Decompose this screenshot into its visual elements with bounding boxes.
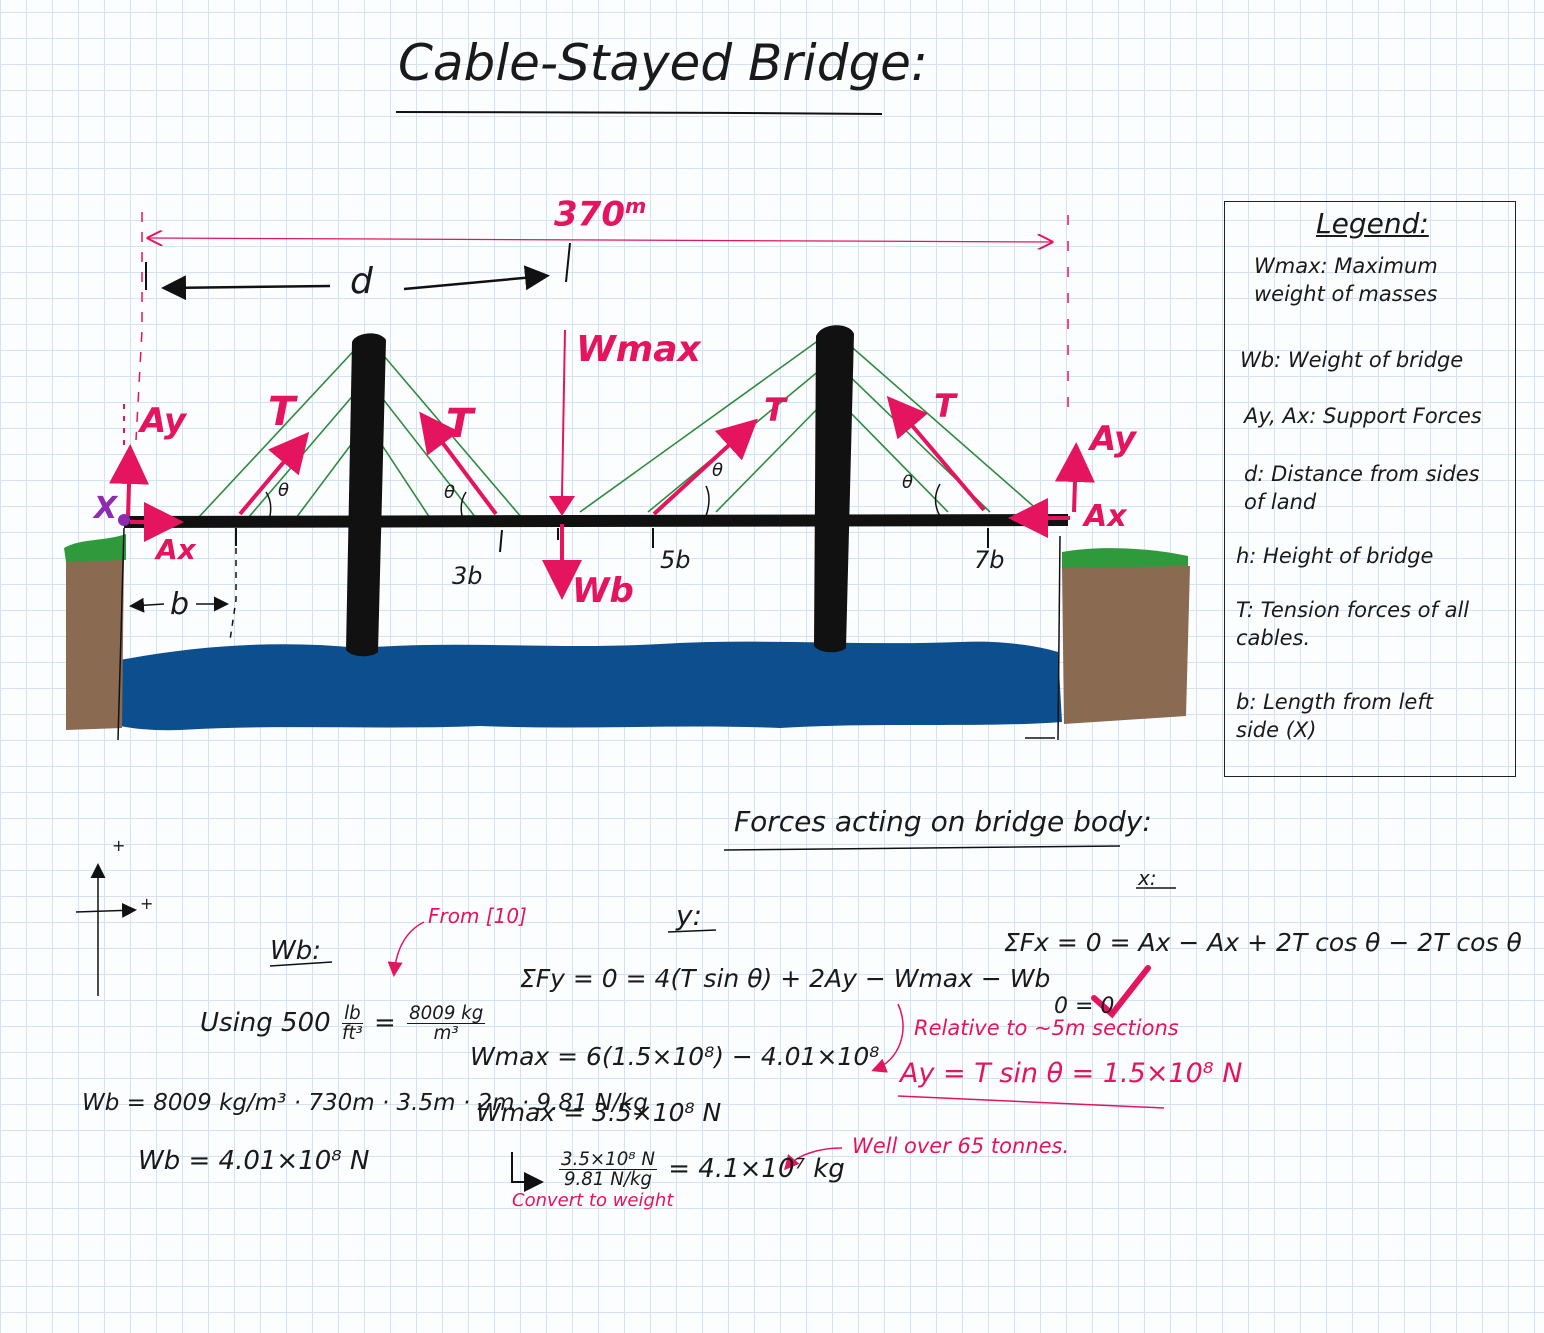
from-note-arrow (387, 921, 425, 977)
axis-plus-y: + (112, 836, 126, 855)
point-x-label: X (94, 491, 118, 526)
legend-item-h: h: Height of bridge (1236, 544, 1434, 568)
wmax-line-1: Wmax = 6(1.5×10⁸) − 4.01×10⁸ (470, 1042, 880, 1071)
tension-label-4: T (934, 387, 956, 425)
grass-right (1062, 548, 1188, 568)
mark-7b: 7b (974, 546, 1005, 574)
theta-label-4: θ (902, 472, 914, 493)
well-over-note: Well over 65 tonnes. (852, 1134, 1070, 1158)
y-heading: y: (676, 899, 703, 932)
x-zero-result: 0 = 0 (1054, 994, 1115, 1019)
x-heading: x: (1138, 866, 1157, 890)
ax-label-left: Ax (156, 533, 196, 566)
support-line-right (1057, 535, 1061, 741)
conversion-arrow (511, 1152, 544, 1192)
mark-3b: 3b (452, 562, 483, 590)
wb-heading-underline (269, 961, 333, 967)
theta-label-3: θ (712, 460, 724, 481)
legend-item-d: d: Distance from sides of land (1244, 462, 1480, 515)
ay-result: Ay = T sin θ = 1.5×10⁸ N (900, 1058, 1243, 1089)
point-x (118, 514, 130, 526)
span-label: 370m (554, 194, 647, 235)
wmax-line-2: Wmax = 3.5×10⁸ N (476, 1098, 722, 1127)
theta-label-2: θ (444, 482, 456, 503)
relative-note-bracket (871, 1003, 904, 1073)
ay-label-right: Ay (1090, 419, 1137, 459)
tower-left (346, 333, 386, 657)
wb-line-2: Wb = 4.01×10⁸ N (138, 1146, 370, 1176)
theta-label-1: θ (278, 480, 290, 501)
ay-label-left: Ay (140, 401, 187, 441)
ground-right (1062, 566, 1190, 724)
wb-label: Wb (572, 571, 634, 611)
d-arrow-left (161, 275, 331, 301)
coordinate-axes (75, 863, 137, 996)
theta-arcs (265, 483, 941, 517)
b-dashed-line (229, 548, 237, 641)
bridge-deck (124, 514, 1068, 528)
water (120, 641, 1062, 731)
support-force-arrows (109, 442, 1095, 542)
ground-left (66, 554, 124, 730)
forces-heading: Forces acting on bridge body: (734, 805, 1152, 838)
d-tick-right (565, 242, 571, 283)
mark-5b: 5b (660, 546, 691, 574)
wb-heading: Wb: (270, 936, 321, 966)
wb-line-1: Wb = 8009 kg/m³ · 730m · 3.5m · 2m · 9.8… (82, 1090, 648, 1116)
relative-note: Relative to ~5m sections (914, 1016, 1179, 1040)
x-sum-equation: ΣFx = 0 = Ax − Ax + 2T cos θ − 2T cos θ (1004, 928, 1522, 957)
deck-ticks (235, 528, 989, 553)
legend-item-support: Ay, Ax: Support Forces (1244, 404, 1482, 428)
page-title: Cable-Stayed Bridge: (398, 34, 928, 92)
legend-item-t: T: Tension forces of all cables. (1236, 598, 1470, 651)
tension-label-3: T (764, 391, 786, 429)
tower-right (814, 325, 854, 653)
legend-item-wb: Wb: Weight of bridge (1240, 348, 1464, 372)
support-line-left (117, 527, 125, 741)
wmax-arrowhead (549, 496, 575, 516)
well-note-arrow (784, 1147, 843, 1171)
legend-item-wmax: Wmax: Maximum weight of masses (1254, 254, 1438, 307)
y-heading-underline (667, 929, 717, 933)
b-label: b (170, 587, 190, 622)
title-underline (395, 111, 883, 115)
tension-arrows (238, 395, 986, 516)
convert-note: Convert to weight (512, 1190, 674, 1211)
d-label: d (350, 261, 373, 302)
b-arrow-left (129, 597, 165, 613)
axis-plus-x: + (140, 894, 154, 913)
legend-item-b: b: Length from left side (X) (1236, 690, 1433, 743)
wmax-label: Wmax (576, 329, 701, 370)
legend-heading: Legend: (1316, 207, 1429, 240)
y-sum-equation: ΣFy = 0 = 4(T sin θ) + 2Ay − Wmax − Wb (520, 964, 1051, 993)
tension-label-2: T (446, 401, 474, 447)
grass-left (64, 534, 126, 562)
ax-label-right: Ax (1084, 499, 1127, 534)
d-arrow-right (403, 265, 550, 291)
ay-result-underline (897, 1095, 1165, 1109)
checkmark-icon (1091, 965, 1151, 1019)
legend-box (1224, 201, 1516, 777)
forces-heading-underline (723, 845, 1121, 851)
from-note: From [10] (428, 904, 527, 928)
span-dimension-line (148, 238, 1052, 242)
wmax-arrow (561, 329, 566, 497)
tension-label-1: T (268, 389, 296, 435)
